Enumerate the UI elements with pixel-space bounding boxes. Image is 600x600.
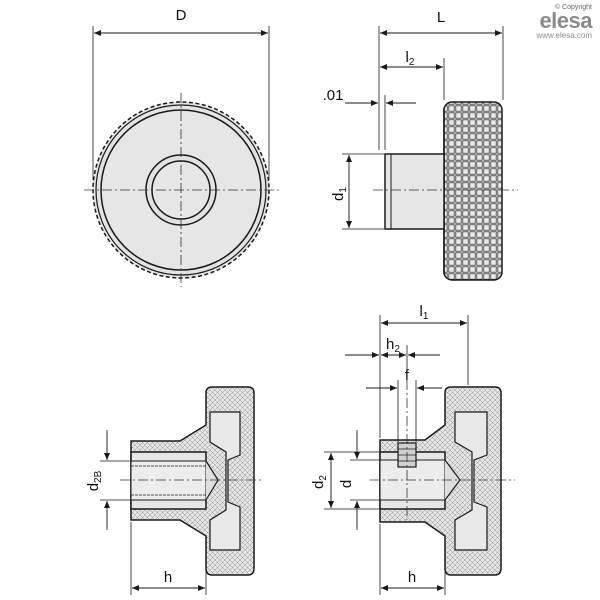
label-l1: l1 [420,303,429,322]
section-view-left: d2B h [85,386,262,595]
label-f: f [405,367,410,384]
copyright-text: © Copyright [554,4,592,11]
brand-url: www.elesa.com [536,31,592,40]
label-01: .01 [323,87,344,104]
label-d2B: d2B [85,470,104,491]
label-h-right: h [408,569,416,586]
elesa-logo: elesa [539,8,592,33]
label-h-left: h [164,569,172,586]
section-view-right: l1 h2 f d2 d h [310,303,515,595]
label-d: d [338,480,355,488]
front-view: D [84,7,279,287]
label-D: D [176,7,187,24]
knob-section-cavity-right [454,411,488,551]
threaded-bore [130,460,207,501]
knob-section-cavity [209,411,241,551]
label-l2: l2 [406,49,415,68]
label-d2: d2 [310,475,329,489]
label-L: L [437,9,445,26]
side-view: L l2 .01 d1 [323,9,518,281]
label-h2: h2 [386,336,400,355]
brand-block: © Copyright elesa www.elesa.com [536,4,592,40]
label-d1: d1 [330,187,349,201]
hub-cylinder [384,153,445,230]
knurled-wheel [443,101,503,281]
